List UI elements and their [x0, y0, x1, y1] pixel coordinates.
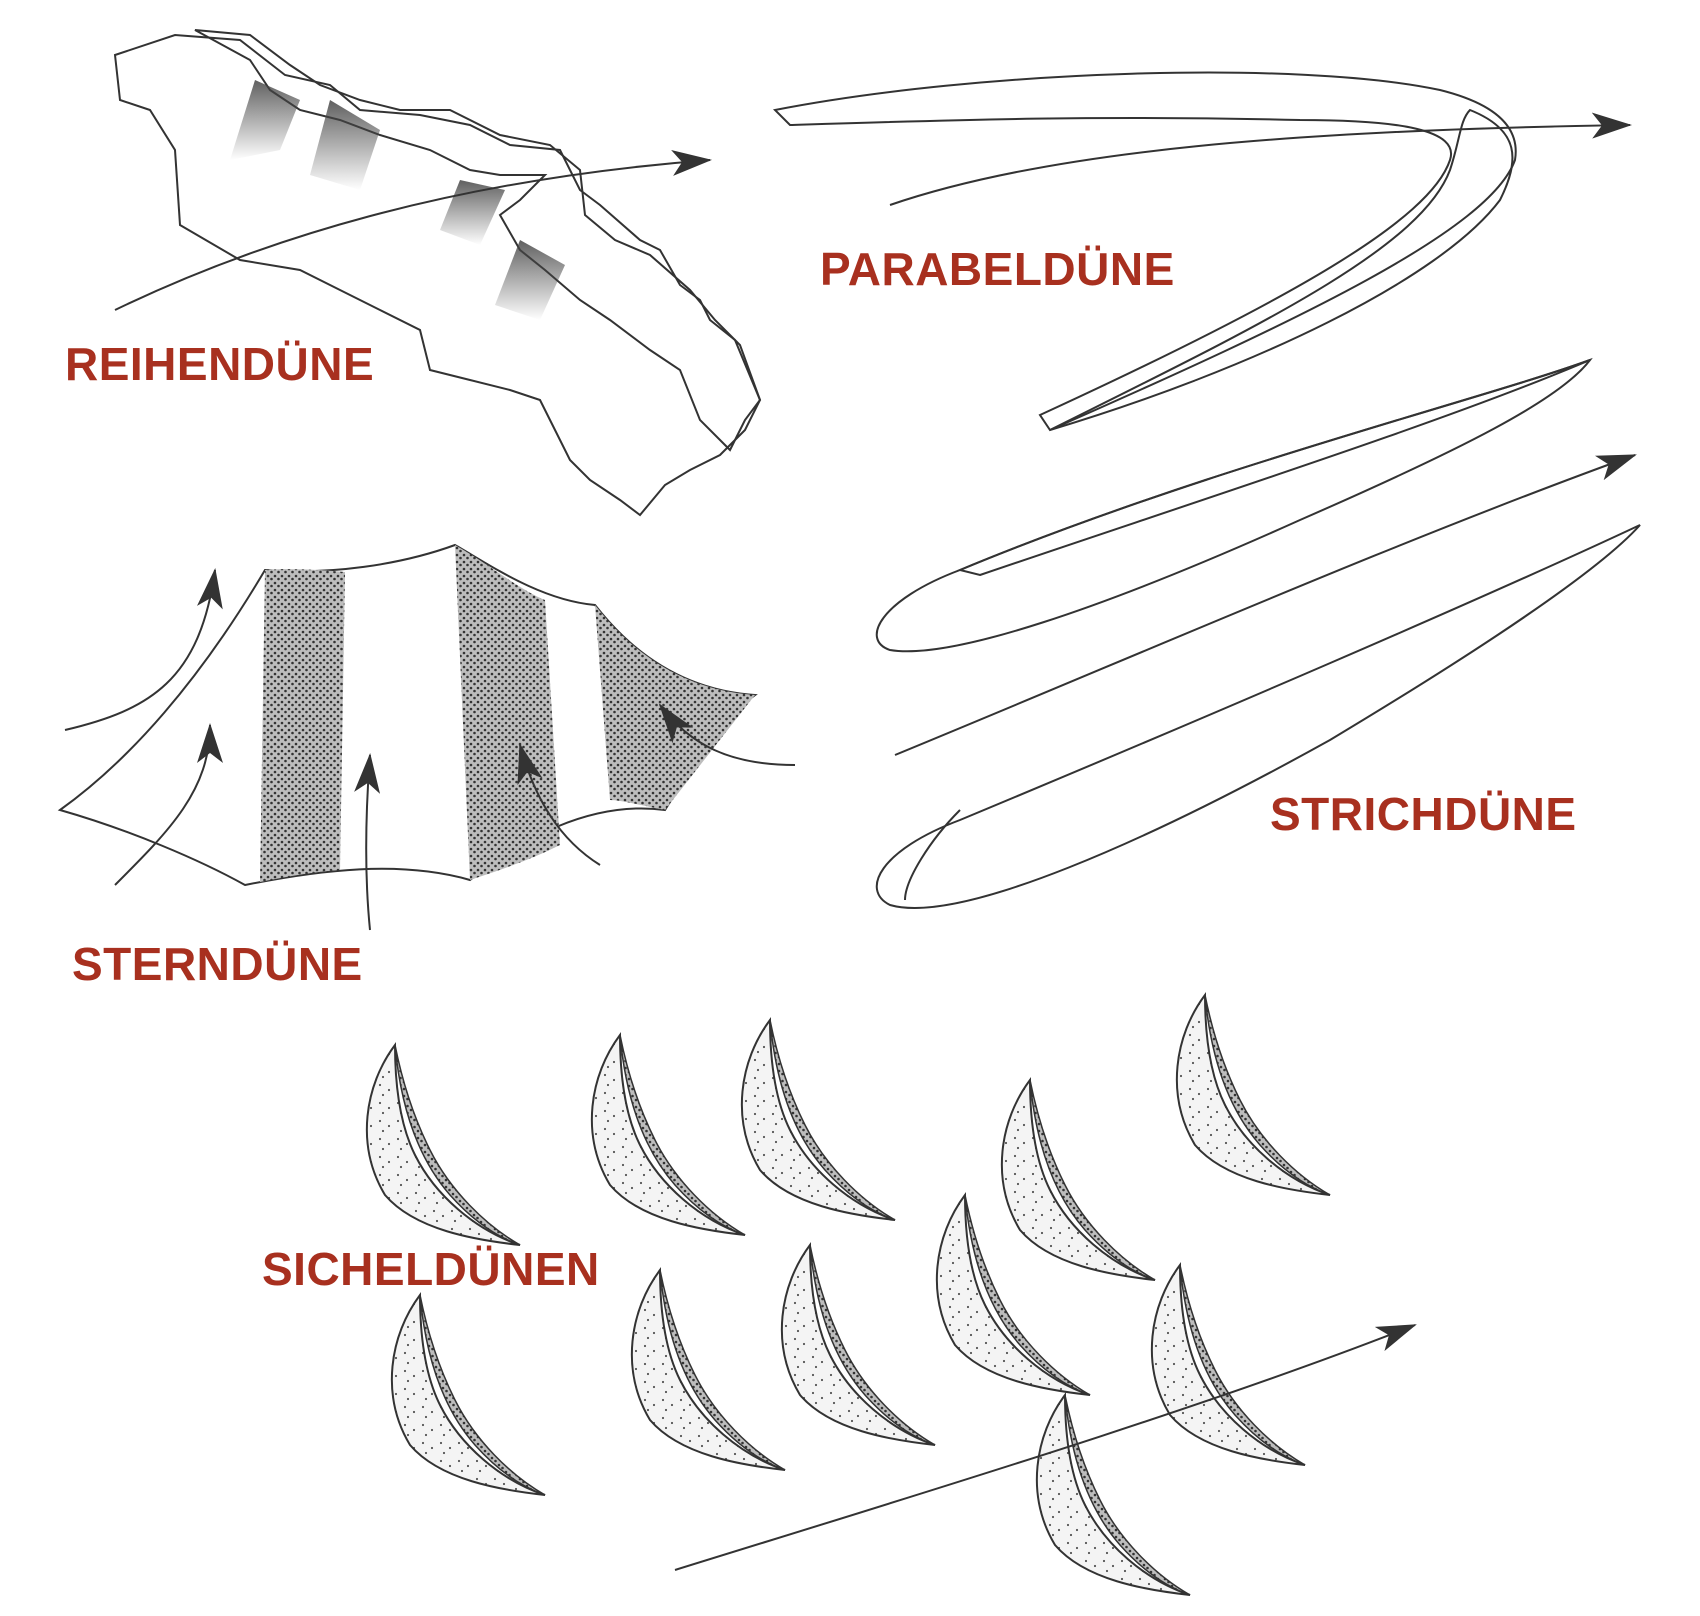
barchan-outer [392, 1295, 545, 1495]
barchan-dune [592, 1035, 745, 1235]
strichduene-label: STRICHDÜNE [1270, 788, 1577, 840]
barchan-outer [1002, 1080, 1155, 1280]
barchan-dune [742, 1020, 895, 1220]
barchan-dune [782, 1245, 935, 1445]
sichelduenen-label: SICHELDÜNEN [262, 1243, 600, 1295]
parabelduene-label: PARABELDÜNE [820, 243, 1175, 295]
sternduene-wind-arrow-3 [366, 755, 370, 930]
reihenduene-wind-arrow [115, 160, 710, 310]
barchan-dune [367, 1045, 520, 1245]
sternduene-band-2 [455, 545, 560, 880]
reihenduene-figure: REIHENDÜNE [65, 30, 760, 515]
sichelduenen-figure [367, 995, 1330, 1595]
strichduene-upper-crest [960, 360, 1590, 575]
parabelduene-wind-arrow [890, 125, 1630, 205]
reihenduene-shade-3 [440, 180, 505, 245]
barchan-outer [1037, 1395, 1190, 1595]
barchan-outer [742, 1020, 895, 1220]
sternduene-band-1 [260, 569, 345, 882]
reihenduene-body [115, 35, 760, 515]
strichduene-wind-arrow [895, 455, 1635, 755]
barchan-dune [632, 1270, 785, 1470]
strichduene-figure: STRICHDÜNE [877, 360, 1640, 908]
strichduene-lower [877, 525, 1640, 908]
barchan-outer [632, 1270, 785, 1470]
reihenduene-label: REIHENDÜNE [65, 338, 374, 390]
barchan-outer [1152, 1265, 1305, 1465]
reihenduene-shade-2 [310, 100, 380, 190]
reihenduene-shade-4 [495, 240, 565, 320]
barchan-dune [1002, 1080, 1155, 1280]
barchan-outer [592, 1035, 745, 1235]
barchan-outer [367, 1045, 520, 1245]
sternduene-wind-arrow-1 [65, 570, 215, 730]
barchan-dune [1152, 1265, 1305, 1465]
sternduene-band-3 [595, 605, 755, 810]
sternduene-figure: STERNDÜNE [60, 545, 795, 990]
barchan-outer [782, 1245, 935, 1445]
barchan-dune [1037, 1395, 1190, 1595]
reihenduene-shade-1 [230, 80, 300, 160]
barchan-dune [1177, 995, 1330, 1195]
barchan-outer [1177, 995, 1330, 1195]
barchan-dune [392, 1295, 545, 1495]
sternduene-label: STERNDÜNE [72, 938, 363, 990]
strichduene-upper [877, 360, 1590, 651]
parabelduene-figure: PARABELDÜNE [775, 73, 1630, 430]
